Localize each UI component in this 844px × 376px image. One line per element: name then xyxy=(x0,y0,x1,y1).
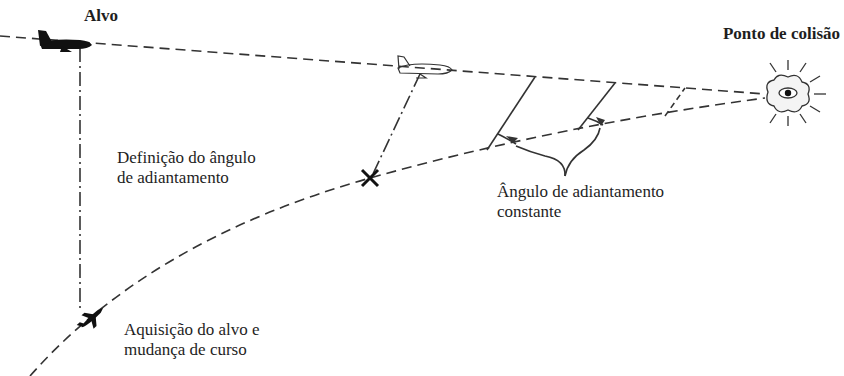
lead-line xyxy=(578,83,615,130)
bracket xyxy=(516,146,565,176)
lead-line xyxy=(487,77,535,150)
target-course xyxy=(0,36,765,94)
x-mark xyxy=(362,170,378,186)
acquisition-label: Aquisição do alvo e mudança de curso xyxy=(124,320,263,360)
lead-line xyxy=(372,74,420,176)
acquisition-line xyxy=(79,48,81,312)
collision-label: Ponto de colisão xyxy=(723,24,840,44)
target-aircraft xyxy=(38,30,92,52)
interceptor-course xyxy=(30,98,765,376)
arrow-head xyxy=(506,136,518,143)
lead-definition-label: Definição do ângulo de adiantamento xyxy=(117,148,259,188)
ghost-aircraft xyxy=(398,56,452,78)
arrow-head xyxy=(596,117,605,126)
collision-burst xyxy=(767,60,826,126)
target-label: Alvo xyxy=(84,6,118,26)
constant-lead-label: Ângulo de adiantamento constante xyxy=(497,182,668,222)
interceptor-aircraft xyxy=(74,301,109,335)
lead-line xyxy=(665,88,685,116)
bracket xyxy=(565,128,600,176)
